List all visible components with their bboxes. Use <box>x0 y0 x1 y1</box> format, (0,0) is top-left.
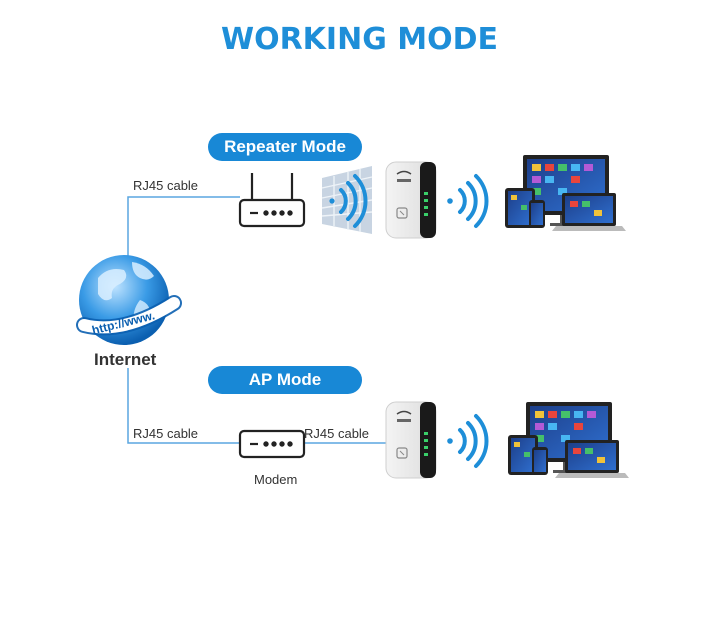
ap-mode-badge: AP Mode <box>208 366 362 394</box>
repeater-cable-line <box>127 196 240 268</box>
ap-cable-right-label: RJ45 cable <box>304 426 370 441</box>
ap-cable-left-label: RJ45 cable <box>133 426 199 441</box>
connection-lines <box>127 196 386 444</box>
router-icon <box>238 173 306 228</box>
repeater-cable-label: RJ45 cable <box>133 178 199 193</box>
wall-icon <box>321 166 373 234</box>
modem-label: Modem <box>254 472 298 487</box>
globe-icon: http://www. <box>76 255 182 345</box>
ap-wifi-signal-icon <box>447 414 489 468</box>
modem-icon <box>238 429 306 459</box>
ap-repeater-device-icon <box>385 401 437 479</box>
diagram-title: WORKING MODE <box>220 22 499 57</box>
repeater-device-icon <box>385 161 437 239</box>
devices-icon <box>505 155 626 231</box>
ap-cable-left-line <box>127 368 240 444</box>
ap-devices-icon <box>508 402 629 478</box>
internet-label: Internet <box>94 350 157 369</box>
repeater-mode-badge: Repeater Mode <box>208 133 362 161</box>
wifi-signal-icon <box>447 174 489 228</box>
